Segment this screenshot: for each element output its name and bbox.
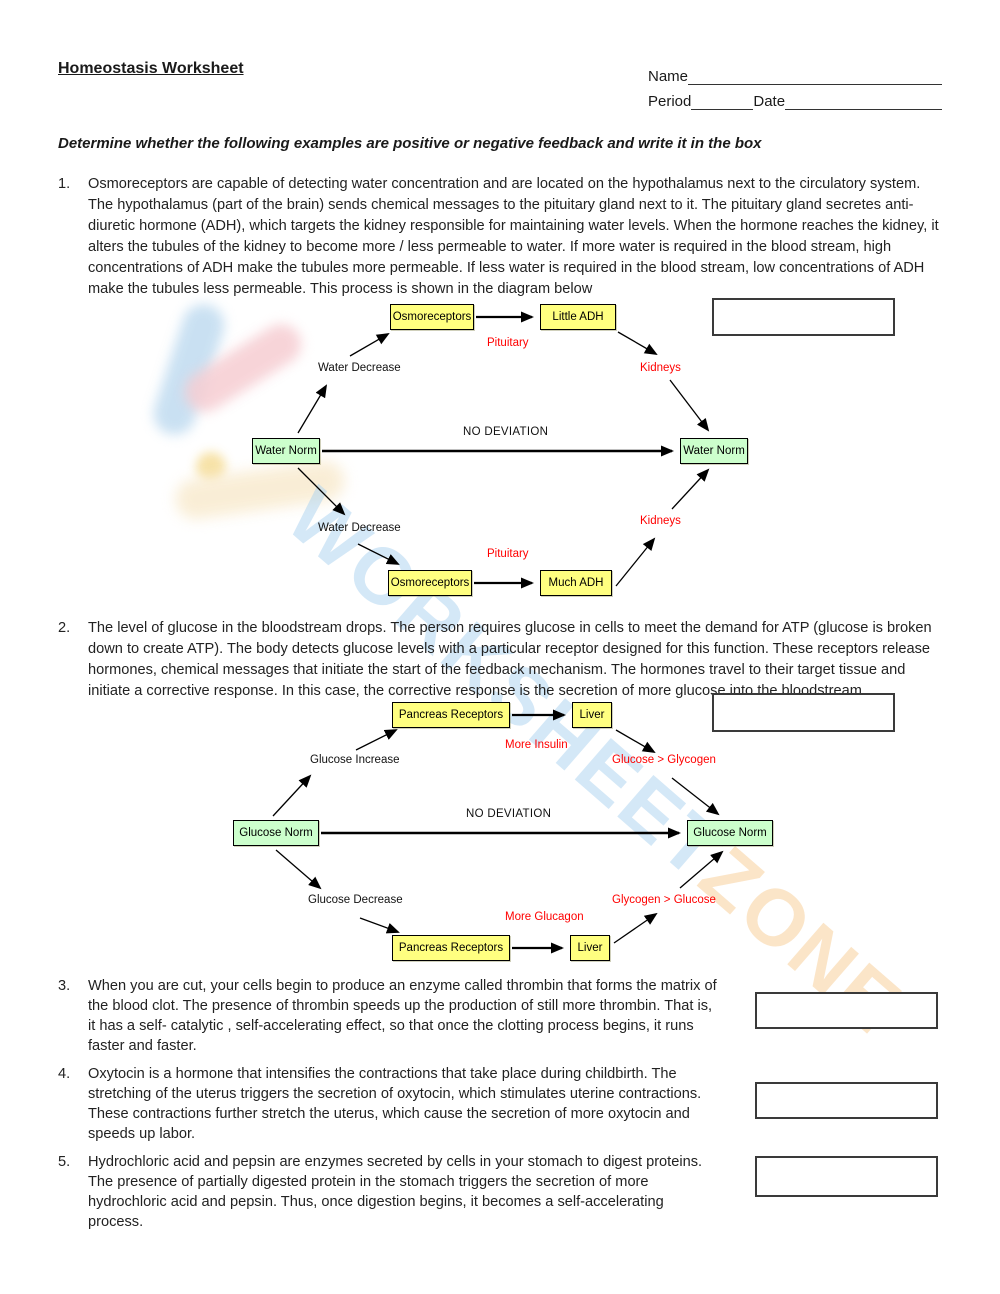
question-2-text: The level of glucose in the bloodstream …: [88, 620, 932, 699]
diagram2-label-glucose-decrease: Glucose Decrease: [308, 894, 403, 906]
diagram2-box-pancreas-receptors-bottom: Pancreas Receptors: [392, 935, 510, 961]
question-4: 4. Oxytocin is a hormone that intensifie…: [58, 1064, 942, 1144]
answer-box-question-5[interactable]: [755, 1156, 938, 1197]
question-3: 3. When you are cut, your cells begin to…: [58, 976, 942, 1056]
page-title: Homeostasis Worksheet: [58, 60, 244, 77]
diagram2-label-more-insulin: More Insulin: [505, 739, 568, 751]
diagram1-box-osmoreceptors-top: Osmoreceptors: [390, 304, 474, 330]
diagram2-label-glucose-to-glycogen: Glucose > Glycogen: [612, 754, 716, 766]
diagram1-arrows: [297, 311, 710, 589]
question-4-text: Oxytocin is a hormone that intensifies t…: [88, 1066, 702, 1142]
answer-box-question-2[interactable]: [712, 693, 895, 732]
name-blank-field[interactable]: [688, 67, 942, 85]
question-2: 2. The level of glucose in the bloodstre…: [58, 618, 942, 702]
diagram1-box-little-adh: Little ADH: [540, 304, 616, 330]
question-4-number: 4.: [58, 1066, 71, 1082]
period-label: Period: [648, 93, 692, 110]
diagram1-box-osmoreceptors-bottom: Osmoreceptors: [388, 570, 472, 596]
diagram1-box-water-norm-left: Water Norm: [252, 438, 320, 464]
diagram2-box-liver-bottom: Liver: [570, 935, 610, 961]
question-3-text: When you are cut, your cells begin to pr…: [88, 978, 717, 1054]
answer-box-question-1[interactable]: [712, 298, 895, 336]
diagram1-label-pituitary-top: Pituitary: [487, 337, 529, 349]
diagram-water-feedback: Osmoreceptors Little ADH Pituitary Water…: [58, 296, 942, 596]
diagram1-box-water-norm-right: Water Norm: [680, 438, 748, 464]
diagram2-box-glucose-norm-left: Glucose Norm: [233, 820, 319, 846]
question-5-text: Hydrochloric acid and pepsin are enzymes…: [88, 1154, 703, 1230]
diagram2-box-pancreas-receptors-top: Pancreas Receptors: [392, 702, 510, 728]
question-2-number: 2.: [58, 620, 71, 636]
question-3-number: 3.: [58, 978, 71, 994]
question-5: 5. Hydrochloric acid and pepsin are enzy…: [58, 1152, 942, 1232]
date-blank-field[interactable]: [785, 92, 942, 110]
question-5-number: 5.: [58, 1154, 71, 1170]
name-row: Name: [648, 60, 942, 85]
name-block: Name Period Date: [648, 60, 942, 110]
answer-box-question-4[interactable]: [755, 1082, 938, 1119]
diagram-glucose-feedback: Pancreas Receptors Liver More Insulin Gl…: [58, 688, 942, 968]
diagram1-label-water-decrease-top: Water Decrease: [318, 362, 401, 374]
diagram1-label-water-decrease-bottom: Water Decrease: [318, 522, 401, 534]
header: Homeostasis Worksheet Name Period Date: [58, 60, 942, 115]
diagram2-box-liver-top: Liver: [572, 702, 612, 728]
diagram1-label-pituitary-bottom: Pituitary: [487, 548, 529, 560]
diagram2-label-glycogen-to-glucose: Glycogen > Glucose: [612, 894, 716, 906]
diagram1-label-no-deviation: NO DEVIATION: [463, 426, 549, 438]
diagram1-label-kidneys-top: Kidneys: [640, 362, 681, 374]
answer-box-question-3[interactable]: [755, 992, 938, 1029]
question-1: 1. Osmoreceptors are capable of detectin…: [58, 174, 942, 300]
period-blank-field[interactable]: [691, 92, 754, 110]
diagram1-box-much-adh: Much ADH: [540, 570, 612, 596]
question-1-number: 1.: [58, 176, 71, 192]
instruction-text: Determine whether the following examples…: [58, 135, 762, 152]
diagram2-label-glucose-increase: Glucose Increase: [310, 754, 400, 766]
diagram2-arrows: [272, 709, 724, 954]
diagram2-label-more-glucagon: More Glucagon: [505, 911, 584, 923]
diagram2-box-glucose-norm-right: Glucose Norm: [687, 820, 773, 846]
name-label: Name: [648, 68, 689, 85]
question-1-text: Osmoreceptors are capable of detecting w…: [88, 176, 939, 297]
date-label: Date: [753, 93, 786, 110]
diagram2-label-no-deviation: NO DEVIATION: [466, 808, 552, 820]
period-date-row: Period Date: [648, 85, 942, 110]
diagram1-label-kidneys-bottom: Kidneys: [640, 515, 681, 527]
